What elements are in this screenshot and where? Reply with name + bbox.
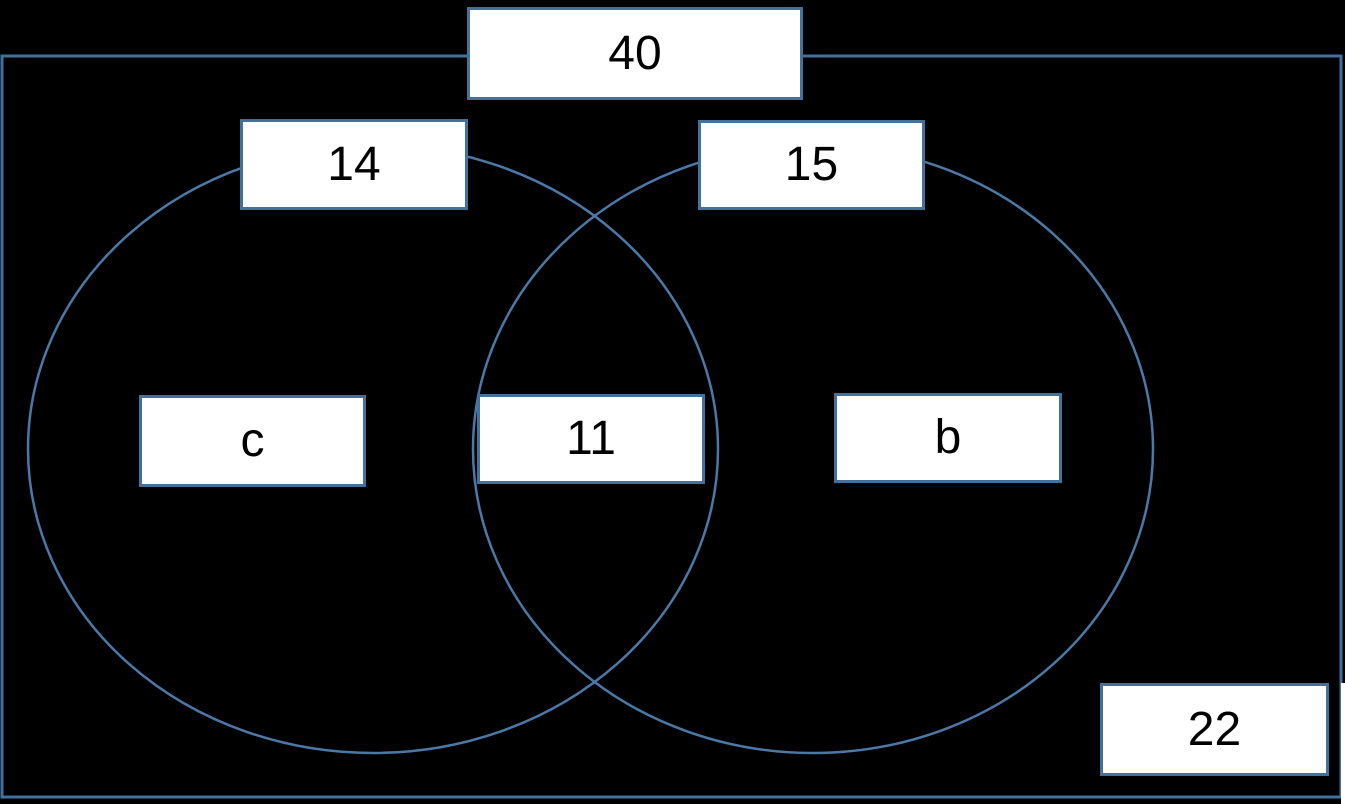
right-set-total-box: 15 <box>698 120 925 210</box>
right-edge-white-sliver <box>1341 683 1345 804</box>
right-set-total-label: 15 <box>784 138 839 191</box>
outside-value-box: 22 <box>1100 683 1329 776</box>
universe-total-label: 40 <box>608 26 662 80</box>
intersection-value-box: 11 <box>477 394 705 484</box>
left-set-total-box: 14 <box>240 119 468 210</box>
universe-total-box: 40 <box>467 7 803 100</box>
left-set-total-label: 14 <box>327 137 381 191</box>
right-only-value-box: b <box>834 393 1062 483</box>
outside-value-label: 22 <box>1187 702 1242 756</box>
right-only-value-label: b <box>934 411 962 464</box>
left-only-value-box: c <box>139 395 366 487</box>
left-only-value-label: c <box>240 414 265 467</box>
intersection-value-label: 11 <box>566 412 616 465</box>
